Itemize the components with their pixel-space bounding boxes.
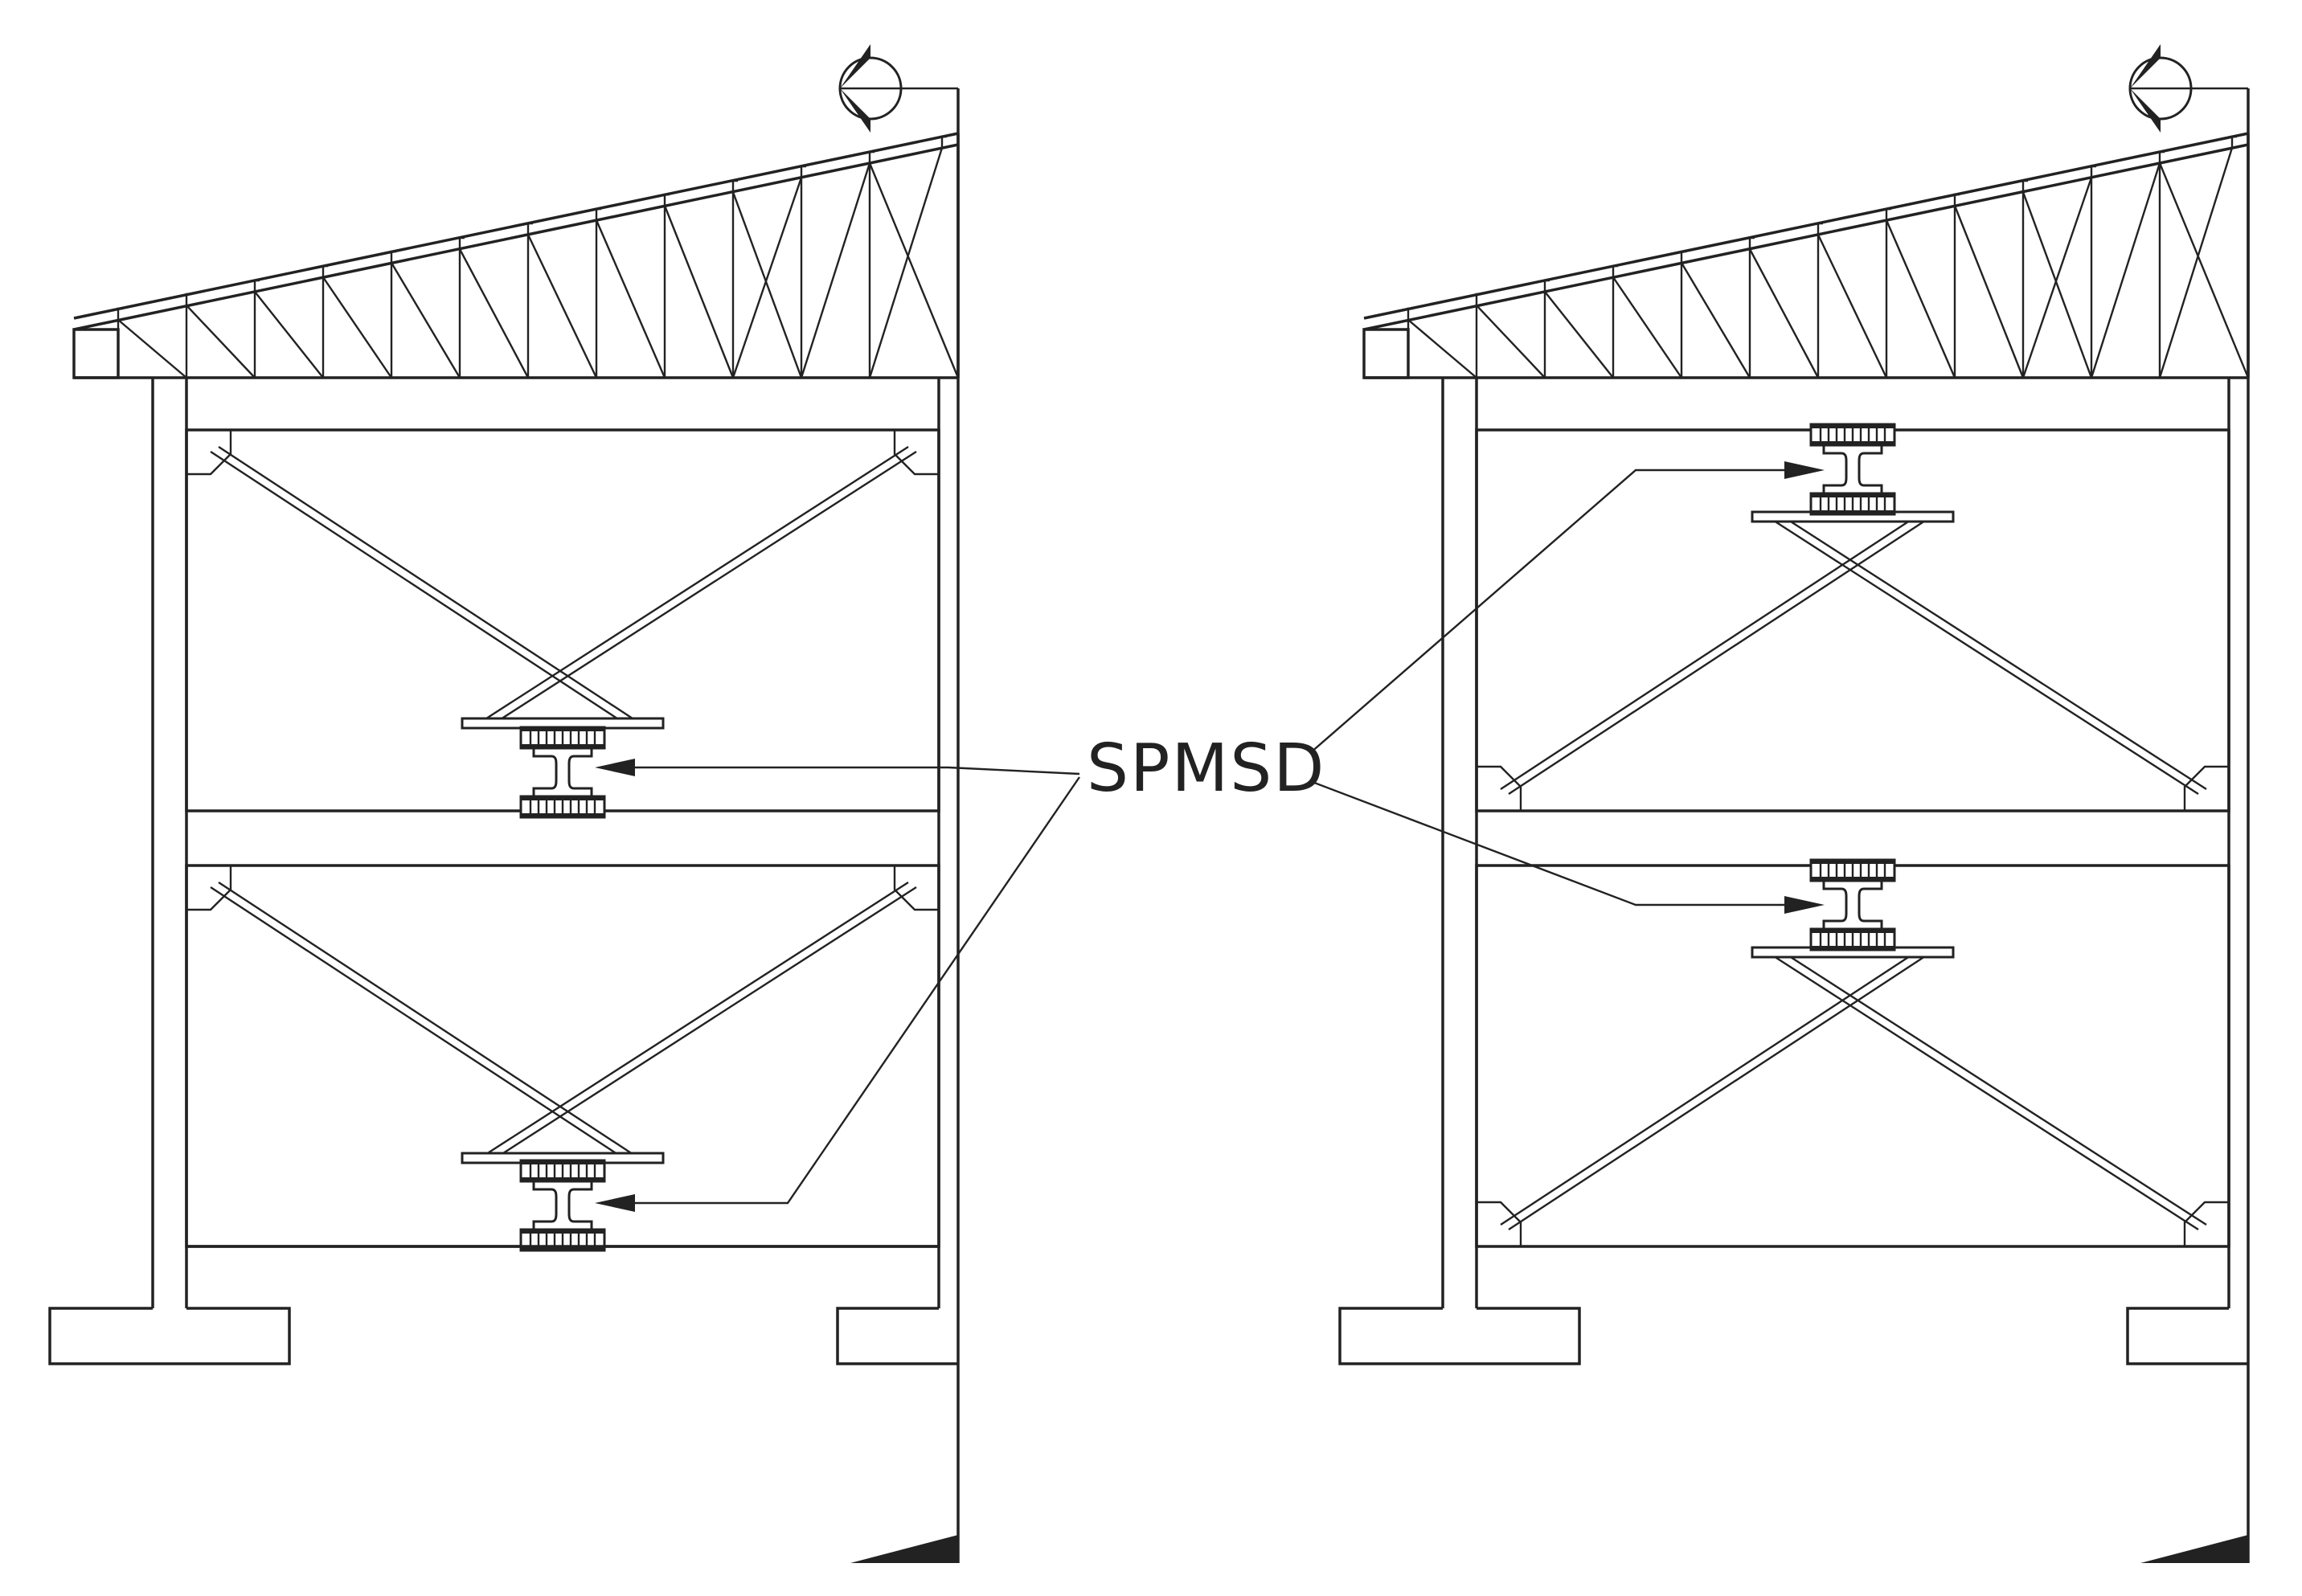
elevation-marker-icon: [2140, 1535, 2248, 1563]
leader-lines: [635, 469, 1784, 1205]
upper-damper: [519, 726, 606, 819]
right-frame: [1338, 43, 2250, 1563]
arrow-head-icon: [595, 461, 1825, 1212]
right-footing: [836, 1307, 958, 1365]
spmsd-label: SPMSD: [1087, 730, 1325, 807]
lower-braces: [210, 881, 917, 1162]
lower-damper: [519, 1159, 606, 1252]
upper-damper: [1809, 423, 1896, 516]
upper-braces: [1500, 514, 2207, 796]
section-marker-icon: [838, 43, 958, 134]
left-footing: [1338, 1307, 1581, 1365]
right-footing: [2126, 1307, 2248, 1365]
elevation-marker-icon: [850, 1535, 958, 1563]
label-group: SPMSD: [595, 461, 1825, 1212]
left-roof-truss: [72, 132, 960, 379]
right-roof-truss: [1362, 132, 2250, 379]
upper-braces: [210, 445, 917, 726]
lower-braces: [1500, 950, 2207, 1231]
section-marker-icon: [2128, 43, 2248, 134]
left-frame: [48, 43, 960, 1563]
left-footing: [48, 1307, 291, 1365]
